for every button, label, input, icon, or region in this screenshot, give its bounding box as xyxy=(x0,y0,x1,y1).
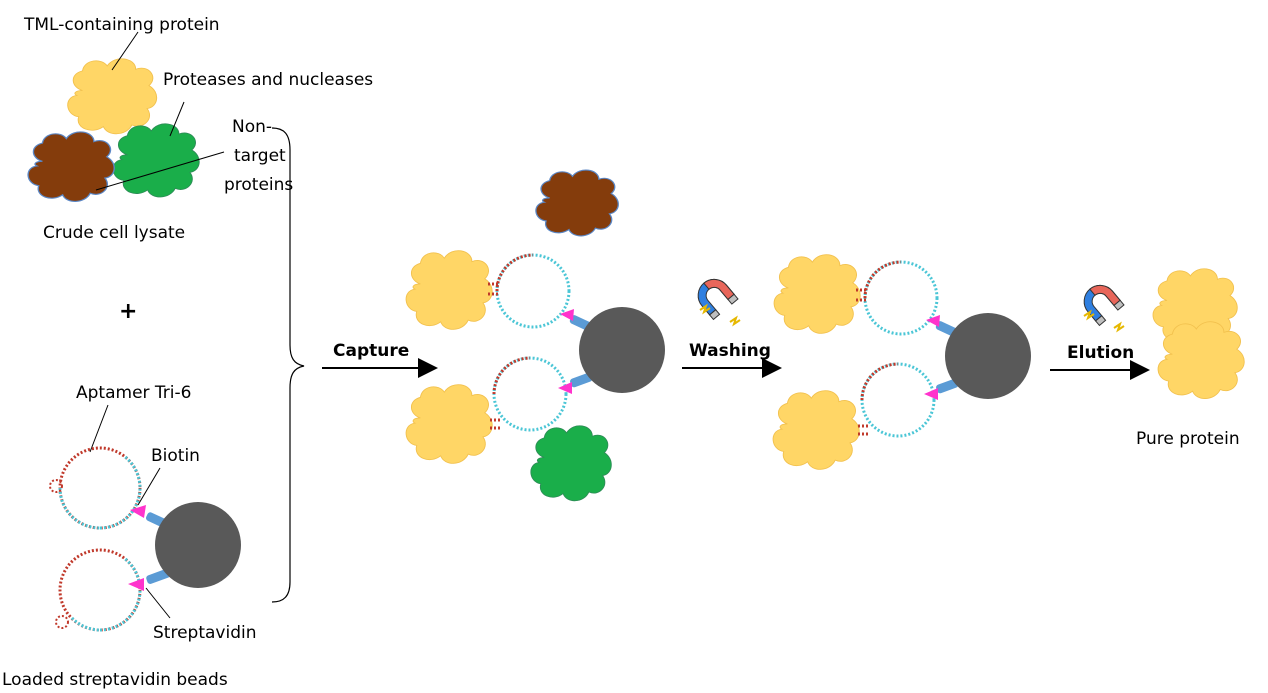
tml-protein-leader xyxy=(111,31,139,71)
streptavidin-linker xyxy=(936,378,959,394)
tml-protein-blob xyxy=(772,390,860,470)
pure-protein-label: Pure protein xyxy=(1136,429,1240,449)
aptamer-loop xyxy=(49,446,142,530)
aptamer-loop xyxy=(858,362,936,438)
biotin-tag xyxy=(926,315,940,327)
aptamer-label: Aptamer Tri-6 xyxy=(76,383,191,403)
aptamer-loop xyxy=(856,260,939,336)
plus-sign: + xyxy=(119,299,137,324)
non-target-protein-blob xyxy=(535,169,619,237)
non-target-label-line2: target xyxy=(234,146,286,166)
magnet-icon xyxy=(1083,284,1125,327)
streptavidin-label: Streptavidin xyxy=(153,623,256,643)
aptamer-loop xyxy=(55,548,142,632)
spark-mark xyxy=(1113,321,1125,333)
tml-protein-blob xyxy=(773,254,861,334)
non-target-label-line1: Non- xyxy=(232,117,272,137)
biotin-tag xyxy=(560,309,574,321)
streptavidin-linker xyxy=(146,568,171,584)
biotin-tag xyxy=(130,505,146,518)
biotin-tag xyxy=(558,382,572,394)
non-target-leader xyxy=(95,151,225,191)
streptavidin-leader xyxy=(145,587,171,619)
aptamer-leader xyxy=(89,404,109,453)
crude-lysate-label: Crude cell lysate xyxy=(43,223,185,243)
grouping-brace xyxy=(271,127,305,603)
biotin-leader xyxy=(137,467,161,506)
streptavidin-bead xyxy=(155,502,241,588)
non-target-protein-blob xyxy=(27,131,115,203)
aptamer-loop xyxy=(490,356,568,432)
spark-mark xyxy=(1083,309,1095,321)
streptavidin-bead xyxy=(945,313,1031,399)
streptavidin-bead xyxy=(579,307,665,393)
proteases-label: Proteases and nucleases xyxy=(163,70,373,90)
biotin-label: Biotin xyxy=(151,446,200,466)
biotin-tag xyxy=(128,578,144,591)
biotin-tag xyxy=(924,388,938,400)
streptavidin-linker xyxy=(570,372,593,388)
tml-protein-blob xyxy=(405,250,493,330)
aptamer-loop xyxy=(488,253,571,329)
protease-leader xyxy=(169,101,185,137)
protease-blob xyxy=(112,123,200,198)
elution-step-label: Elution xyxy=(1067,343,1134,363)
spark-mark xyxy=(699,303,711,315)
washing-step-label: Washing xyxy=(689,341,771,361)
tml-protein-label: TML-containing protein xyxy=(23,15,220,35)
tml-protein-blob xyxy=(405,384,493,464)
magnet-icon xyxy=(697,278,739,321)
protease-blob xyxy=(530,425,612,502)
loaded-beads-label: Loaded streptavidin beads xyxy=(2,670,228,690)
capture-step-label: Capture xyxy=(333,341,409,361)
spark-mark xyxy=(729,315,741,327)
non-target-label-line3: proteins xyxy=(224,175,293,195)
